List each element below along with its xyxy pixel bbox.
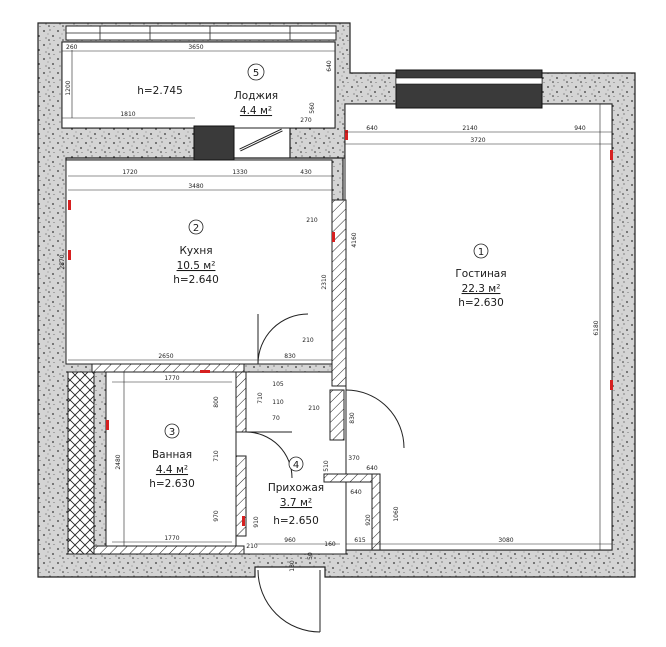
dim-hall-615: 615 [354,537,366,544]
dim-bath-105: 105 [272,381,284,388]
svg-text:10.5 м²: 10.5 м² [177,260,216,272]
svg-text:Лоджия: Лоджия [234,90,278,102]
living-room-area [344,103,613,551]
dim-bath-1770-bottom: 1770 [164,535,179,542]
svg-text:22.3 м²: 22.3 м² [462,283,501,295]
dim-loggia-left-small: 260 [66,44,78,51]
dim-loggia-height: 1200 [65,80,72,95]
dim-loggia-right-640: 640 [326,60,333,72]
dim-hall-920: 920 [365,514,372,526]
dim-living-4160: 4160 [351,232,358,247]
dim-kitchen-2650: 2650 [158,353,173,360]
dim-hall-960: 960 [284,537,296,544]
dim-bath-70: 70 [272,415,280,422]
dim-bath-910: 910 [253,516,260,528]
svg-text:4.4 м²: 4.4 м² [156,464,188,476]
dim-bath-970: 970 [213,510,220,522]
dim-bath-210c: 210 [308,405,320,412]
dim-kitchen-430: 430 [300,169,312,176]
svg-text:h=2.650: h=2.650 [273,515,319,527]
dim-hall-130: 130 [289,560,296,572]
dim-kitchen-830: 830 [284,353,296,360]
dim-living-940: 940 [574,125,586,132]
dim-bath-800: 800 [213,396,220,408]
dim-kitchen-210a: 210 [306,217,318,224]
socket-markers [68,130,613,526]
dim-kitchen-210b: 210 [302,337,314,344]
svg-text:3.7 м²: 3.7 м² [280,497,312,509]
room-5-label: 5 Лоджия 4.4 м² h=2.745 [137,63,278,117]
living-room-window [395,69,543,109]
svg-text:Кухня: Кухня [179,245,212,257]
dim-hall-640a: 640 [366,465,378,472]
dim-living-height: 6180 [593,320,600,335]
bathroom-shaft [67,371,95,555]
svg-text:4.4 м²: 4.4 м² [240,105,272,117]
svg-text:2: 2 [193,223,199,234]
svg-text:h=2.640: h=2.640 [173,274,219,286]
partition-walls [91,199,381,555]
svg-text:h=2.630: h=2.630 [149,478,195,490]
room-2-label: 2 Кухня 10.5 м² h=2.640 [173,219,219,286]
dim-bath-110: 110 [272,399,284,406]
dim-living-640: 640 [366,125,378,132]
dim-hall-510: 510 [323,460,330,472]
dim-bath-2480: 2480 [115,454,122,469]
dim-loggia-top: 3650 [188,44,203,51]
loggia-window [65,25,337,41]
room-3-label: 3 Ванная 4.4 м² h=2.630 [149,423,195,490]
bathroom-area [105,371,237,555]
dim-hall-370: 370 [348,455,360,462]
svg-text:Ванная: Ванная [152,449,192,461]
svg-text:h=2.630: h=2.630 [458,297,504,309]
svg-text:Прихожая: Прихожая [268,482,324,494]
dim-loggia-right-270: 270 [300,117,312,124]
dim-kitchen-height: 2870 [59,254,66,269]
dim-kitchen-3480: 3480 [188,183,203,190]
dim-kitchen-1720: 1720 [122,169,137,176]
loggia-area [61,41,336,129]
dim-living-bottom: 3080 [498,537,513,544]
dim-living-2140: 2140 [462,125,477,132]
dim-bath-710a: 710 [213,450,220,462]
dim-hall-50: 50 [307,552,314,560]
dim-bath-710b: 710 [257,392,264,404]
doors [245,313,405,633]
room-1-label: 1 Гостиная 22.3 м² h=2.630 [455,243,507,309]
kitchen-window [193,125,283,161]
dim-loggia-bottom: 1810 [120,111,135,118]
svg-text:5: 5 [253,68,259,79]
dimension-lines [62,50,612,550]
dim-hall-1060: 1060 [393,506,400,521]
dim-bath-1770-top: 1770 [164,375,179,382]
dim-bath-210d: 210 [246,543,258,550]
dim-loggia-right-560: 560 [309,102,316,114]
dim-hall-640b: 640 [350,489,362,496]
dim-living-3720: 3720 [470,137,485,144]
dim-kitchen-1330: 1330 [232,169,247,176]
dim-hall-160: 160 [324,541,336,548]
svg-text:Гостиная: Гостиная [455,268,506,280]
svg-text:3: 3 [169,427,175,438]
svg-text:4: 4 [293,460,299,471]
dim-kitchen-2310: 2310 [321,274,328,289]
room-4-label: 4 Прихожая 3.7 м² h=2.650 [268,456,324,527]
dim-hall-830: 830 [349,412,356,424]
svg-text:1: 1 [478,247,484,258]
kitchen-area [65,159,333,365]
svg-text:h=2.745: h=2.745 [137,85,183,97]
